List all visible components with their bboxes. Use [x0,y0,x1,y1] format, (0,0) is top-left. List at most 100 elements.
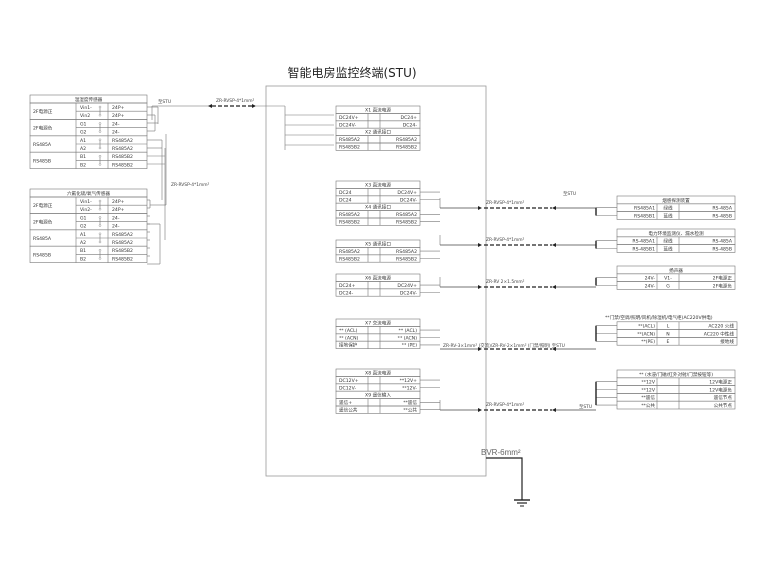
diagram-title: 智能电房监控终端(STU) [287,65,416,80]
terminal-left: DC24 [339,190,352,196]
terminal-icon [98,113,102,117]
cable-run: ZR-RV 2×1.5mm² [439,277,596,289]
signal-label: 24P+ [112,207,125,213]
pin-label: A1 [80,138,86,144]
function-label: 接地线 [720,338,734,345]
arrow-icon [478,243,482,247]
terminal-left: ** (ACN) [339,335,359,341]
terminal-icon [98,146,102,150]
wire-color: V1- [664,276,672,282]
signal-label: 24- [112,215,120,221]
pin-label: G1 [80,121,87,127]
signal-label: RS485B2 [112,162,133,168]
terminal-name: **(ACL) [638,324,655,330]
row-name: 2F电源负 [33,125,53,132]
pin-label: Vin1- [80,199,92,205]
signal-label: RS485A2 [112,240,133,246]
cable-run: ZR-RV-3×1mm² (交流)/ZR-RV-2×1mm² (门禁/照明) 至… [440,342,596,351]
terminal-right: DC24V+ [397,283,417,289]
terminal-left: DC24- [339,290,354,296]
terminal-right: **遥信 [403,399,417,406]
ground-cable-label: BVR-6mm² [481,448,521,457]
function-label: RS-485B [712,213,732,219]
arrow-icon [478,285,482,289]
signal-label: RS485A2 [112,138,133,144]
function-label: AC220 中性线 [704,330,735,337]
terminal-right: RS485B2 [396,220,417,226]
signal-label: RS485A2 [112,232,133,238]
terminal-name: **遥信 [641,394,655,401]
ground-connection: BVR-6mm² [481,448,530,507]
terminal-left: 遥信+ [339,399,352,406]
terminal-right: DC24V- [400,197,417,203]
terminal-left: RS485A2 [339,212,360,218]
pin-label: B1 [80,154,86,160]
terminal-right: ** (PE) [402,343,418,349]
terminal-right: RS485B2 [396,145,417,151]
terminal-right: **公共 [403,407,417,414]
block-title: X4 通讯接口 [365,204,391,211]
block-title: X1 直流电源 [365,107,391,114]
signal-label: RS485B2 [112,248,133,254]
arrow-icon [552,408,556,412]
signal-label: RS485B2 [112,154,133,160]
block-title: X8 直流电源 [365,370,391,377]
table-row [616,337,738,346]
block-title: X3 直流电源 [365,182,391,189]
cable-run: ZR-RVSP-4*1mm² [439,235,596,247]
row-name: 2F电源正 [33,202,53,209]
row-name: RS485A [33,236,52,242]
pin-label: A2 [80,240,86,246]
terminal-name: RS-485B1 [632,246,655,252]
terminal-left: RS485B2 [339,256,360,262]
arrow-icon [252,104,256,108]
arrow-icon [552,285,556,289]
signal-label: 24P+ [112,113,125,119]
pin-label: G2 [80,130,87,136]
pin-label: A1 [80,232,86,238]
terminal-left: DC24+ [339,283,356,289]
terminal-icon [98,224,102,227]
table-title: **门禁/空调/照明/风机/除湿机/电气柜(AC220V供电) [605,314,713,321]
arrow-icon [208,104,212,108]
function-label: AC220 火线 [708,323,734,330]
left-device-table: 六氟化硫/氧气传感器2F电源正Vin1-24P+Vin2-24P+2F电源负G1… [29,188,148,263]
cable-spec: ZR-RVSP-4*1mm² [171,182,210,188]
wire-color: 蓝线 [663,212,673,219]
terminal-right: ** (ACN) [398,335,418,341]
terminal-right: RS485A2 [396,249,417,255]
cable-spec: ZR-RVSP-4*1mm² [216,98,255,104]
terminal-left: ** (ACL) [339,328,358,334]
wire-color: 绿线 [663,205,673,212]
terminal-left: DC24V- [339,122,356,128]
ground-wire [486,457,523,500]
terminal-icon [98,207,102,211]
terminal-icon [98,163,102,166]
function-label: 2F电源正 [713,275,733,282]
arrow-icon [552,206,556,210]
terminal-name: 24V- [645,283,656,289]
terminal-name: RS485A1 [634,206,655,212]
terminal-block: X7 交流电源** (ACL)** (ACL)** (ACN)** (ACN)接… [335,318,421,349]
cable-spec: ZR-RV 2×1.5mm² [486,279,525,285]
pin-label: G1 [80,215,87,221]
table-title: 扬声器 [669,267,683,274]
terminal-icon [98,248,102,252]
function-label: 12V电源负 [709,386,732,393]
stu-frame [265,85,487,477]
terminal-name: **公共 [641,402,655,409]
terminal-right: DC24- [403,122,418,128]
terminal-icon [98,105,102,109]
block-title: X6 直流电源 [365,275,391,282]
terminal-left: RS485A2 [339,137,360,143]
terminal-icon [98,216,102,219]
wire-color: 蓝线 [663,245,673,252]
block-title: X9 遥信输入 [365,392,391,399]
wire-color: 绿线 [663,238,673,245]
